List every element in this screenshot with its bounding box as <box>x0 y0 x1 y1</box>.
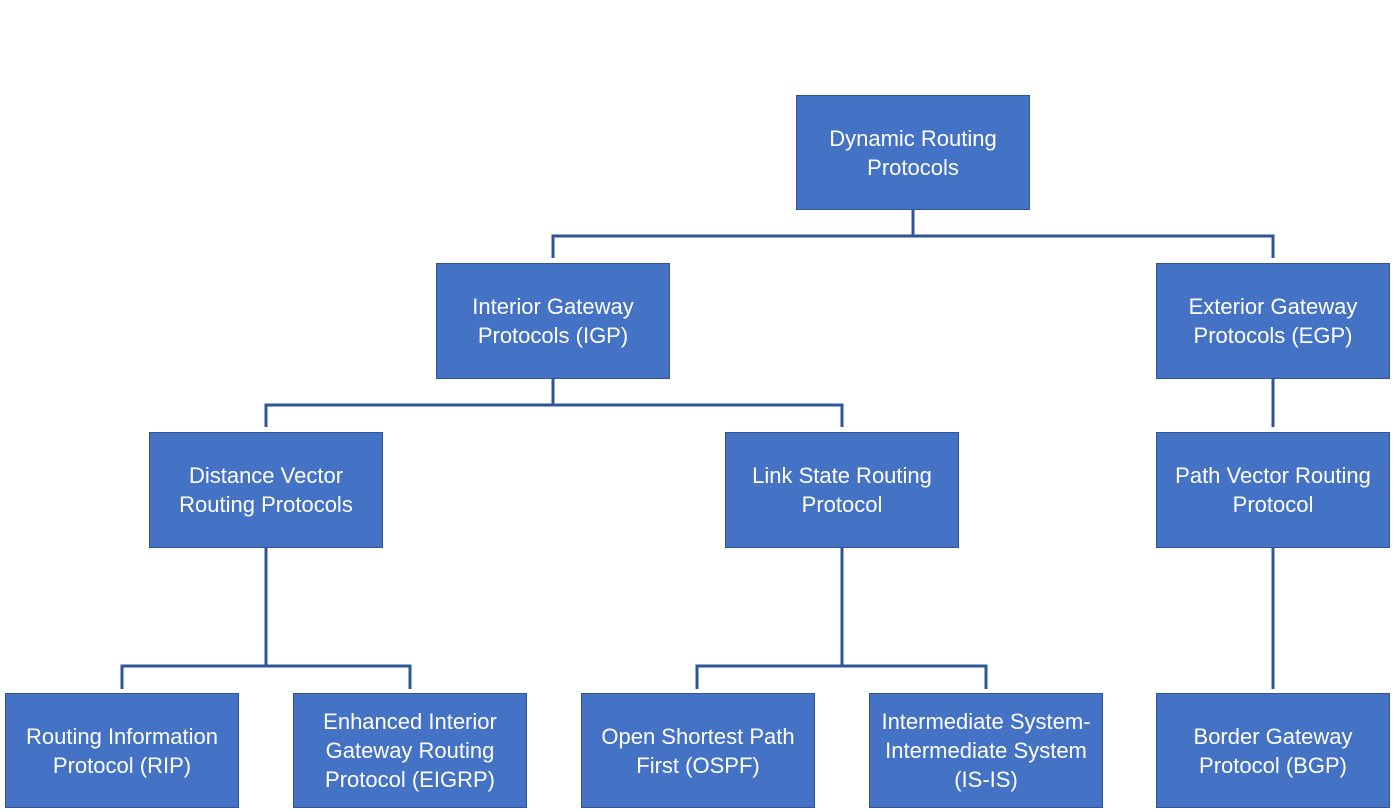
node-label: Interior Gateway Protocols (IGP) <box>472 294 634 348</box>
node-distance-vector-routing-protocols: Distance Vector Routing Protocols <box>149 432 383 548</box>
connector-link-state-bar <box>695 664 988 689</box>
node-eigrp: Enhanced Interior Gateway Routing Protoc… <box>293 693 527 808</box>
connector-distance-vector-bar <box>120 664 412 689</box>
node-label: Path Vector Routing Protocol <box>1175 463 1371 517</box>
connector-level1-bar <box>551 234 1275 258</box>
node-label: Border Gateway Protocol (BGP) <box>1193 723 1353 778</box>
node-label: Exterior Gateway Protocols (EGP) <box>1188 294 1358 348</box>
node-exterior-gateway-protocols: Exterior Gateway Protocols (EGP) <box>1156 263 1390 379</box>
node-label: Enhanced Interior Gateway Routing Protoc… <box>323 709 497 792</box>
node-link-state-routing-protocol: Link State Routing Protocol <box>725 432 959 548</box>
connector-igp-bar <box>264 403 844 427</box>
node-isis: Intermediate System-Intermediate System … <box>869 693 1103 808</box>
node-label: Intermediate System-Intermediate System … <box>881 709 1091 792</box>
node-label: Routing Information Protocol (RIP) <box>26 723 218 778</box>
node-label: Dynamic Routing Protocols <box>829 125 997 180</box>
node-dynamic-routing-protocols: Dynamic Routing Protocols <box>796 95 1030 210</box>
node-path-vector-routing-protocol: Path Vector Routing Protocol <box>1156 432 1390 548</box>
node-rip: Routing Information Protocol (RIP) <box>5 693 239 808</box>
node-ospf: Open Shortest Path First (OSPF) <box>581 693 815 808</box>
node-label: Distance Vector Routing Protocols <box>179 463 353 517</box>
node-label: Link State Routing Protocol <box>752 463 932 517</box>
node-label: Open Shortest Path First (OSPF) <box>601 723 795 778</box>
node-bgp: Border Gateway Protocol (BGP) <box>1156 693 1390 808</box>
node-interior-gateway-protocols: Interior Gateway Protocols (IGP) <box>436 263 670 379</box>
